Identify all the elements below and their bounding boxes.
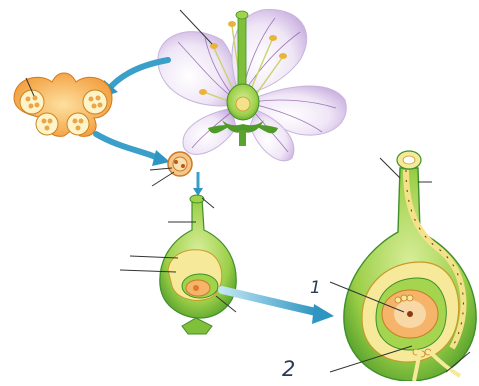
pollen-sac-3: [36, 113, 58, 135]
pollen-sac-2: [83, 90, 107, 114]
pollen-sac-4: [67, 113, 89, 135]
stigma: [236, 11, 248, 19]
style: [238, 16, 246, 90]
arrow-anther-to-pollen: [96, 134, 158, 158]
ovary-large: [330, 151, 476, 381]
label-2: 2: [282, 357, 295, 381]
arrow-flower-to-anther: [108, 60, 168, 90]
flower-ovule: [236, 97, 250, 111]
label-1: 1: [310, 278, 321, 298]
flower-illustration: [158, 10, 346, 161]
flower-stem: [239, 130, 246, 146]
arrow-to-large-ovary: [222, 290, 316, 312]
ovary-small: [120, 195, 236, 334]
pollen-sac-1: [20, 90, 44, 114]
anther-cross-section: [14, 73, 112, 136]
